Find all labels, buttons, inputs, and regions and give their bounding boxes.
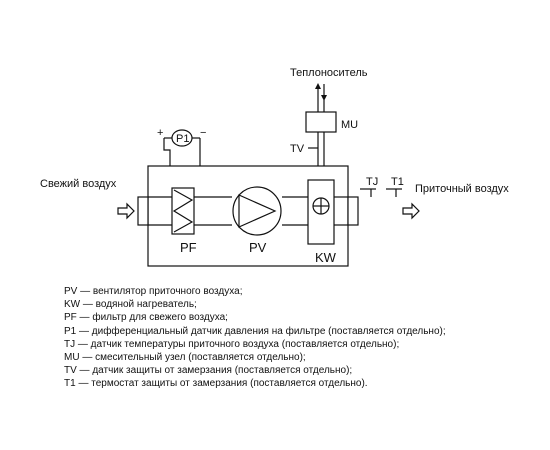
heat-carrier-supply-arrow [315,83,321,100]
filter-box [171,187,195,235]
legend-item: T1 — термостат защиты от замерзания (пос… [64,378,368,390]
supply-temp-sensor-label: TJ [366,176,378,188]
legend-item: KW — водяной нагреватель; [64,299,197,311]
legend-list: PV — вентилятор приточного воздуха; KW —… [64,285,446,391]
legend-item: MU — смесительный узел (поставляется отд… [64,352,306,364]
filter-label: PF [180,240,197,255]
filter-pleats [172,189,194,233]
supply-air-arrow [402,202,420,220]
legend-item: PV — вентилятор приточного воздуха; [64,286,243,297]
supply-air-label: Приточный воздух [415,183,509,195]
legend-item: PF — фильтр для свежего воздуха; [64,312,228,324]
fresh-air-arrow [117,202,135,220]
outlet-duct [347,196,359,226]
legend-item: P1 — дифференциальный датчик давления на… [64,325,446,337]
minus-sign: − [200,127,206,139]
supply-temp-sensor [360,188,376,197]
ventilation-schematic: Теплоноситель MU TV + P1 − Свежий воздух… [40,67,509,267]
legend-item: TJ — датчик температуры приточного возду… [64,338,400,350]
fan-label: PV [249,240,267,255]
fresh-air-label: Свежий воздух [40,178,117,190]
inlet-duct [137,196,149,226]
mixing-unit-box [305,111,337,133]
fan-circle [232,186,282,236]
mixing-unit-label: MU [341,119,358,131]
heat-carrier-label: Теплоноситель [290,67,368,79]
heater-label: KW [315,250,337,265]
plus-sign: + [157,127,163,139]
pressure-sensor-label: P1 [176,133,189,145]
frost-sensor-label: TV [290,143,305,155]
fan-triangle [238,194,277,228]
legend-item: TV — датчик защиты от замерзания (постав… [64,365,353,377]
frost-thermostat-label: T1 [391,176,404,188]
heat-carrier-return-arrow [321,84,327,101]
frost-thermostat [386,188,402,197]
